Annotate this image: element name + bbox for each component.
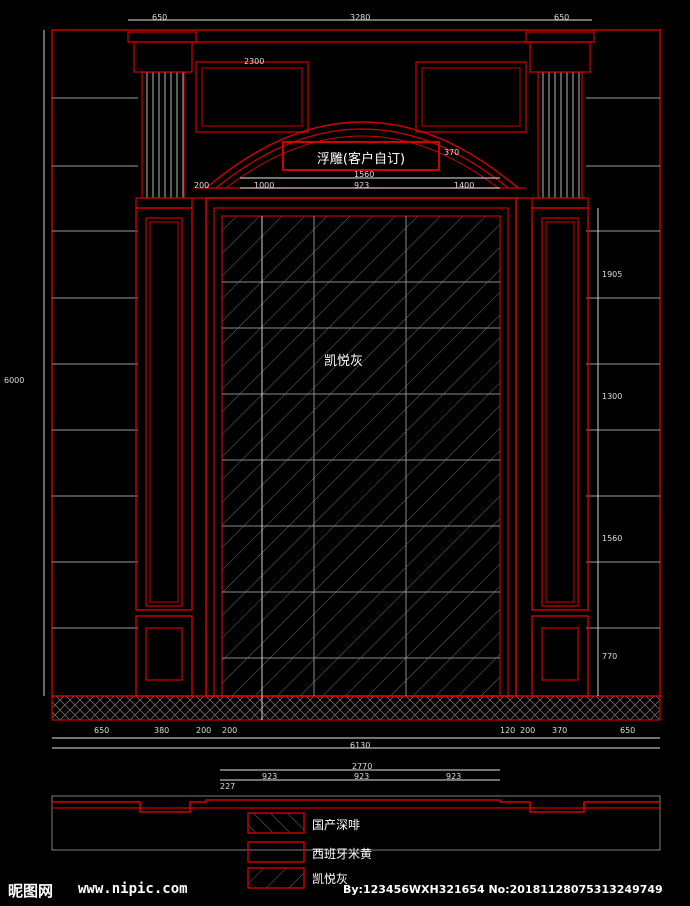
dim-bottom-1: 650	[94, 726, 110, 735]
dim-arch-span-3: 1400	[454, 181, 475, 190]
plan-view	[51, 795, 661, 851]
dim-plan-mid-3: 923	[446, 772, 462, 781]
dimension-lines	[43, 19, 660, 781]
legend-label-1: 国产深啡	[312, 818, 361, 832]
center-material-label: 凯悦灰	[324, 354, 364, 369]
dim-top-right: 650	[554, 13, 570, 22]
dim-bottom-3: 200	[196, 726, 212, 735]
dim-plan-top: 2770	[352, 762, 373, 771]
dim-top-center: 3280	[350, 13, 371, 22]
dim-right-2: 1300	[602, 392, 623, 401]
dim-top-left: 650	[152, 13, 168, 22]
brand-url[interactable]: www.nipic.com	[78, 881, 188, 897]
legend-swatch-3	[247, 867, 305, 889]
dim-plan-small: 227	[220, 782, 236, 791]
dim-arch-left-2: 1000	[254, 181, 275, 190]
dim-bottom-2: 380	[154, 726, 170, 735]
dim-bottom-4: 200	[222, 726, 238, 735]
dim-plan-mid-1: 923	[262, 772, 278, 781]
dim-right-3: 1560	[602, 534, 623, 543]
top-carving-box: 浮雕(客户自订)	[282, 141, 440, 171]
dim-plan-mid-2: 923	[354, 772, 370, 781]
left-pilaster	[127, 31, 197, 697]
legend-swatch-1	[247, 812, 305, 834]
dim-bottom-7: 370	[552, 726, 568, 735]
top-carving-label: 浮雕(客户自订)	[316, 152, 406, 167]
dim-arch-span-2: 923	[354, 181, 370, 190]
dim-capital: 2300	[244, 57, 265, 66]
dim-bottom-8: 650	[620, 726, 636, 735]
dim-bottom-5: 120	[500, 726, 516, 735]
brand-logo-text: 昵图网	[8, 882, 54, 900]
dim-right-4: 770	[602, 652, 618, 661]
baseboard	[51, 695, 661, 721]
image-id-text: By:123456WXH321654 No:201811280753132497…	[343, 883, 663, 896]
dim-arch: 370	[444, 148, 460, 157]
dim-arch-left-1: 200	[194, 181, 210, 190]
dim-total-width: 6130	[350, 741, 371, 750]
legend-label-2: 西班牙米黄	[312, 847, 373, 861]
right-pilaster	[525, 31, 595, 697]
dim-bottom-6: 200	[520, 726, 536, 735]
center-panel	[205, 197, 517, 697]
dim-left-height: 6000	[4, 376, 25, 385]
dim-right-1: 1905	[602, 270, 623, 279]
legend-label-3: 凯悦灰	[312, 872, 349, 886]
dim-arch-span-1: 1560	[354, 170, 375, 179]
legend-swatches	[247, 812, 305, 889]
legend-swatch-2	[247, 841, 305, 863]
